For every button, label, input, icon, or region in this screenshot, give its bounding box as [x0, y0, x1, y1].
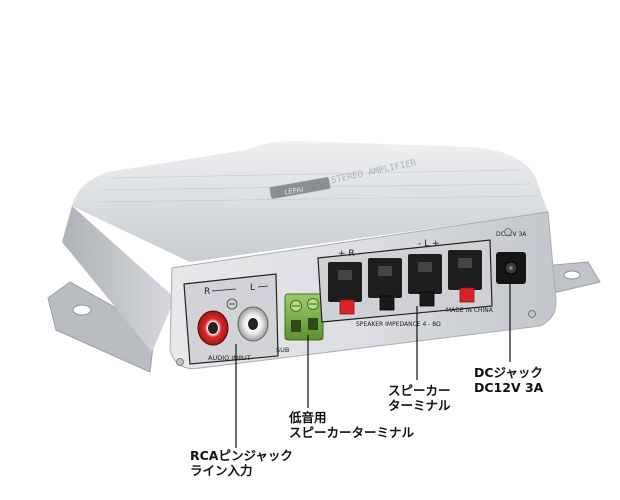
- callout-speaker-line-2: ターミナル: [388, 398, 451, 413]
- dc-jack[interactable]: [496, 252, 526, 284]
- callout-dc-line-2: DC12V 3A: [474, 380, 544, 395]
- callout-speaker-line-1: スピーカー: [388, 383, 451, 398]
- label-audio-input: AUDIO INPUT: [208, 354, 251, 362]
- label-r: R: [204, 287, 210, 297]
- rca-jack-left[interactable]: [237, 306, 269, 342]
- callout-dc-jack: DCジャック DC12V 3A: [474, 365, 543, 395]
- callout-rca-line-1: RCAピンジャック: [190, 448, 293, 463]
- label-made-in: MADE IN CHINA: [446, 307, 494, 314]
- callout-speaker-terminal: スピーカー ターミナル: [388, 383, 451, 413]
- left-flange-hole: [72, 304, 92, 316]
- rca-jack-right[interactable]: [197, 310, 229, 346]
- panel-screw-icon: [176, 358, 184, 366]
- speaker-terminal-l-plus[interactable]: [448, 250, 482, 303]
- label-dc-rating: DC12V 3A: [496, 231, 527, 238]
- chassis-top: [72, 140, 548, 262]
- panel-screw-icon: [528, 310, 536, 318]
- callout-sub-line-2: スピーカーターミナル: [289, 425, 415, 440]
- right-flange-hole: [563, 270, 581, 280]
- callout-dc-line-1: DCジャック: [474, 365, 543, 380]
- callout-rca-line-2: ライン入力: [190, 463, 253, 478]
- chassis-left-side: [62, 206, 175, 352]
- callout-sub-line-1: 低音用: [289, 410, 327, 425]
- speaker-terminal-r-plus[interactable]: [328, 262, 362, 315]
- callout-rca-jack: RCAピンジャック ライン入力: [190, 448, 293, 478]
- top-badge: LEPAI: [284, 186, 304, 197]
- speaker-terminal-l-minus[interactable]: [408, 254, 442, 307]
- callout-subwoofer-terminal: 低音用 スピーカーターミナル: [289, 410, 414, 440]
- label-speaker-l: - L +: [418, 239, 440, 249]
- left-mounting-flange: [47, 281, 156, 373]
- subwoofer-terminal[interactable]: [284, 293, 324, 341]
- label-sub: SUB: [276, 346, 289, 354]
- panel-screw-icon: [504, 228, 512, 236]
- label-l: L: [250, 283, 255, 293]
- label-speaker-impedance: SPEAKER IMPEDANCE 4 - 8Ω: [356, 321, 441, 328]
- speaker-terminal-r-minus[interactable]: [368, 258, 402, 311]
- label-speaker-r: + R -: [338, 249, 361, 259]
